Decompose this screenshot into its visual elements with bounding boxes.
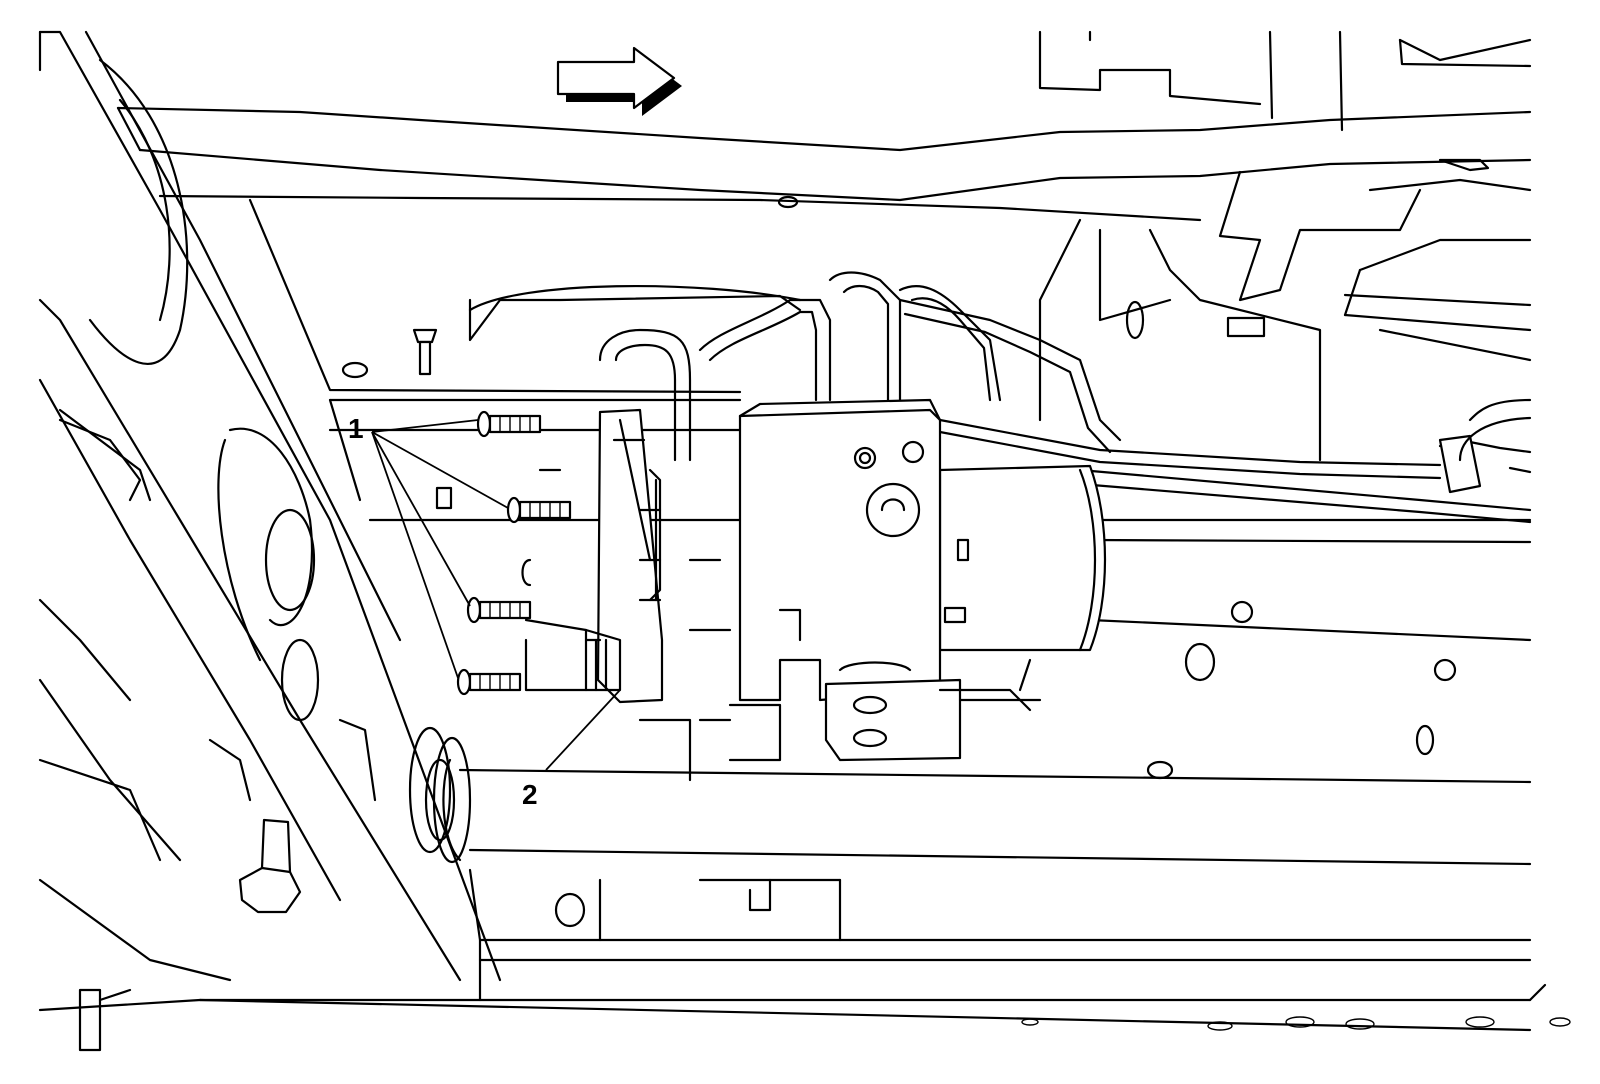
upper-body-structure [116, 30, 1532, 462]
frame-rail [38, 398, 1571, 1032]
bolts [456, 410, 572, 696]
bolt-2 [506, 496, 572, 524]
brake-lines [598, 271, 1532, 524]
abs-modulator-pump [638, 398, 1107, 782]
callout-1-label: 1 [348, 413, 364, 444]
bolt-3 [466, 596, 532, 624]
callout-2-label: 2 [522, 779, 538, 810]
callout-leader-lines [371, 419, 621, 771]
bolt-1 [476, 410, 542, 438]
bolt-4 [456, 668, 522, 696]
electronic-brake-control-module [435, 408, 664, 704]
arrow-right-icon [556, 46, 682, 116]
left-lower-control-arm [38, 30, 502, 1052]
stud [412, 328, 438, 376]
